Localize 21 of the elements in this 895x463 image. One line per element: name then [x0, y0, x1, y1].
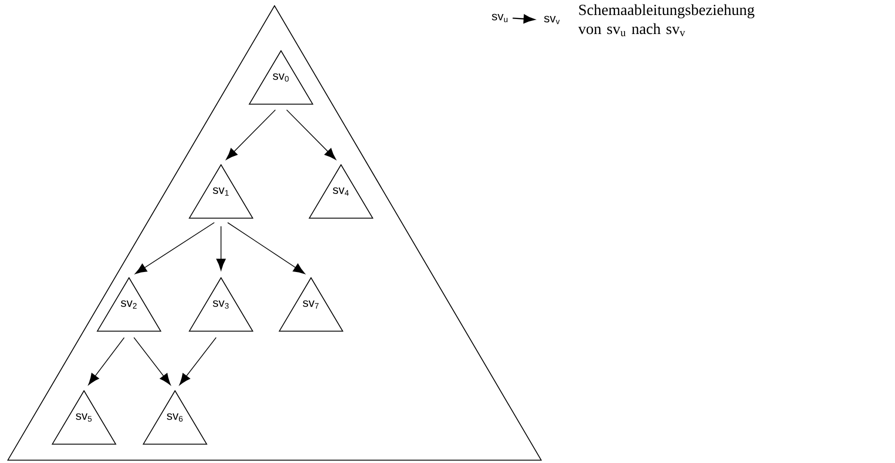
- arrow: [216, 226, 226, 271]
- triangle-node: sv$_{4}$: [308, 164, 374, 219]
- arrow: [135, 222, 215, 274]
- triangle-shape: [7, 4, 542, 461]
- description-text: Schemaableitungsbeziehung von sv$_{u}$ nach sv$_{v}$: [578, 4, 754, 36]
- arrow: [286, 109, 336, 160]
- triangle-node: sv$_{2}$: [96, 276, 162, 332]
- text-label: sv$_{u}$: [492, 14, 508, 22]
- arrow: [512, 14, 535, 24]
- triangle-node: sv$_{1}$: [188, 164, 254, 219]
- triangle-node: sv$_{7}$: [278, 276, 344, 332]
- text-label: sv$_{v}$: [544, 16, 560, 24]
- triangle-node: sv$_{5}$: [52, 390, 116, 445]
- triangle-node: sv$_{6}$: [142, 390, 208, 445]
- arrow: [227, 222, 306, 274]
- arrow: [134, 337, 171, 386]
- triangle-node: sv$_{3}$: [188, 276, 254, 332]
- arrow: [226, 109, 276, 160]
- triangle-node: sv$_{0}$: [248, 50, 314, 105]
- arrow: [88, 337, 125, 386]
- arrow: [179, 337, 217, 386]
